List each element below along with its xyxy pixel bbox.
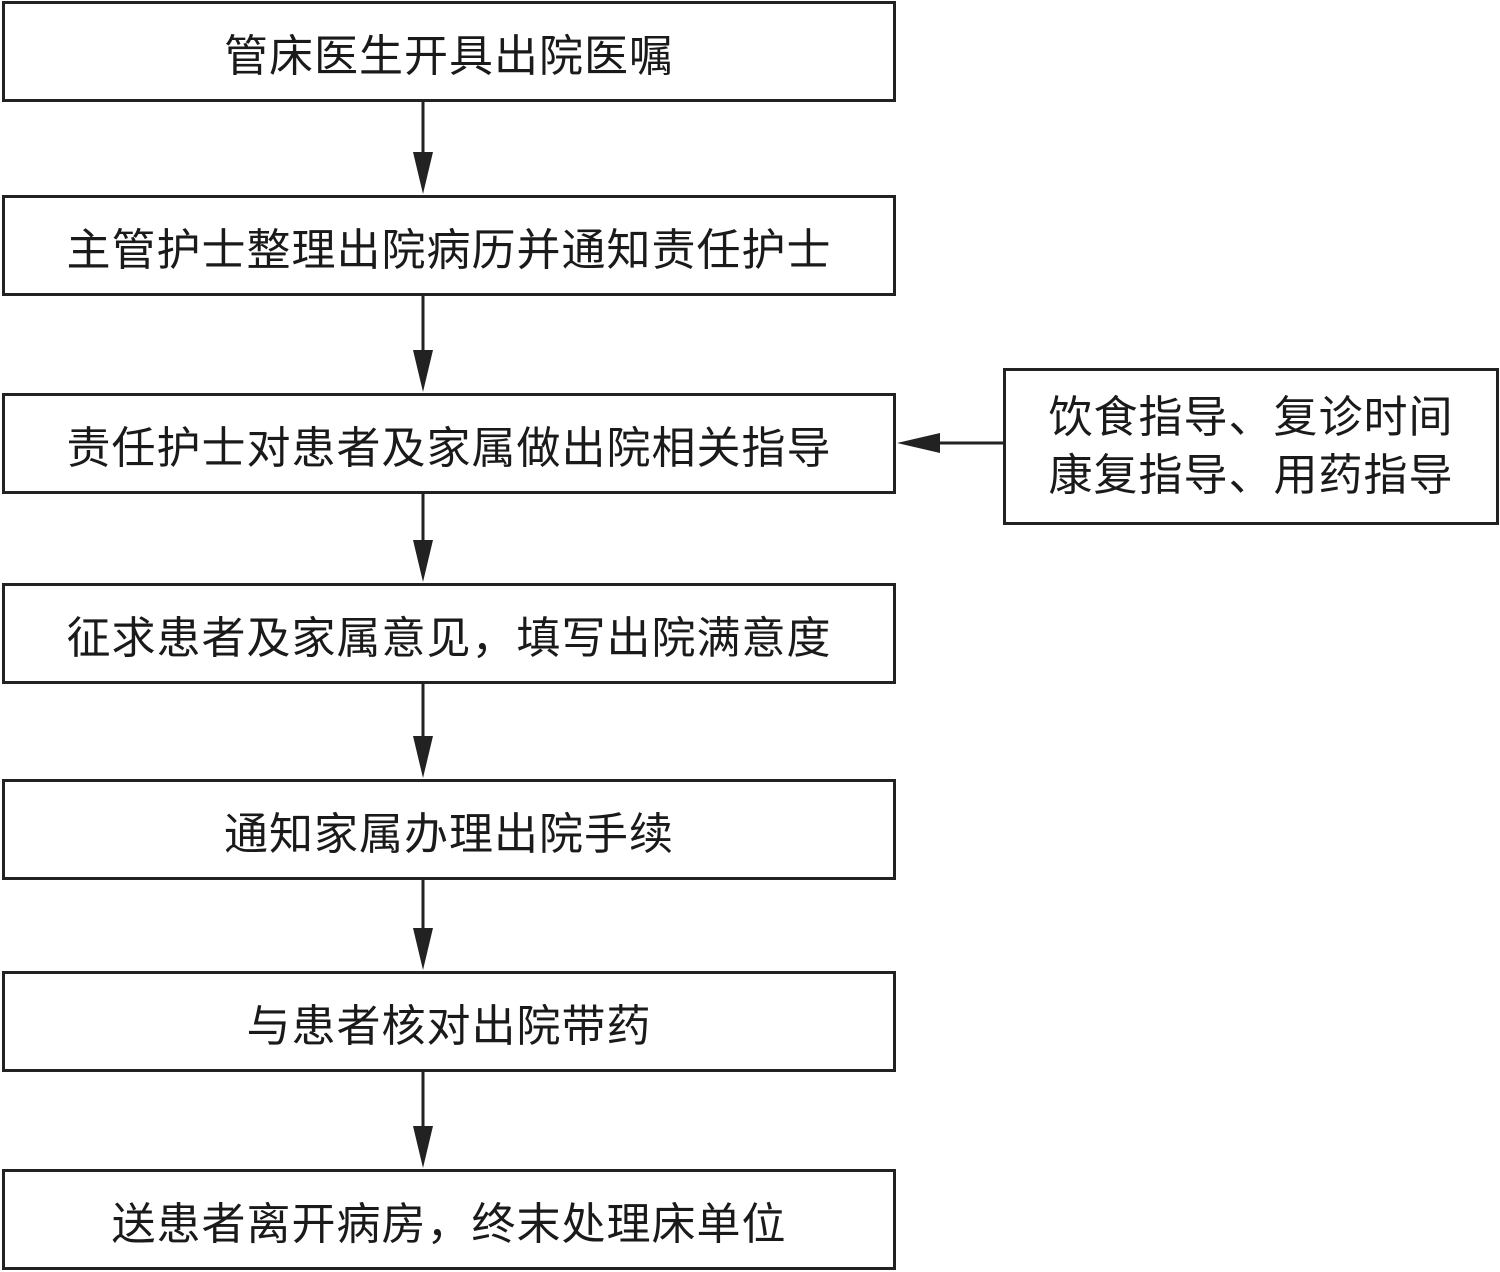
step-label: 管床医生开具出院医嘱 xyxy=(224,30,674,82)
step-label: 通知家属办理出院手续 xyxy=(224,808,674,860)
step-label: 征求患者及家属意见，填写出院满意度 xyxy=(66,612,832,664)
step-label: 送患者离开病房，终末处理床单位 xyxy=(111,1198,787,1250)
guidance-note-line-1: 饮食指导、复诊时间 xyxy=(1048,391,1454,443)
arrow-head-3-4 xyxy=(413,540,433,582)
guidance-note-line-2: 康复指导、用药指导 xyxy=(1048,449,1454,501)
guidance-note-box: 饮食指导、复诊时间 康复指导、用药指导 xyxy=(1003,368,1499,525)
step-discharge-guidance: 责任护士对患者及家属做出院相关指导 xyxy=(2,393,896,494)
step-label: 责任护士对患者及家属做出院相关指导 xyxy=(66,422,832,474)
step-send-off-patient: 送患者离开病房，终末处理床单位 xyxy=(2,1169,896,1270)
step-organize-records: 主管护士整理出院病历并通知责任护士 xyxy=(2,195,896,296)
step-label: 与患者核对出院带药 xyxy=(246,1000,652,1052)
step-verify-medication: 与患者核对出院带药 xyxy=(2,971,896,1072)
arrow-head-note-to-step3 xyxy=(897,433,940,453)
arrow-head-6-7 xyxy=(413,1126,433,1168)
step-discharge-procedures: 通知家属办理出院手续 xyxy=(2,779,896,880)
arrow-head-5-6 xyxy=(413,928,433,970)
step-label: 主管护士整理出院病历并通知责任护士 xyxy=(66,224,832,276)
arrow-head-4-5 xyxy=(413,736,433,778)
step-issue-discharge-order: 管床医生开具出院医嘱 xyxy=(2,1,896,102)
arrow-head-2-3 xyxy=(413,350,433,392)
step-collect-feedback: 征求患者及家属意见，填写出院满意度 xyxy=(2,583,896,684)
arrow-head-1-2 xyxy=(413,152,433,194)
